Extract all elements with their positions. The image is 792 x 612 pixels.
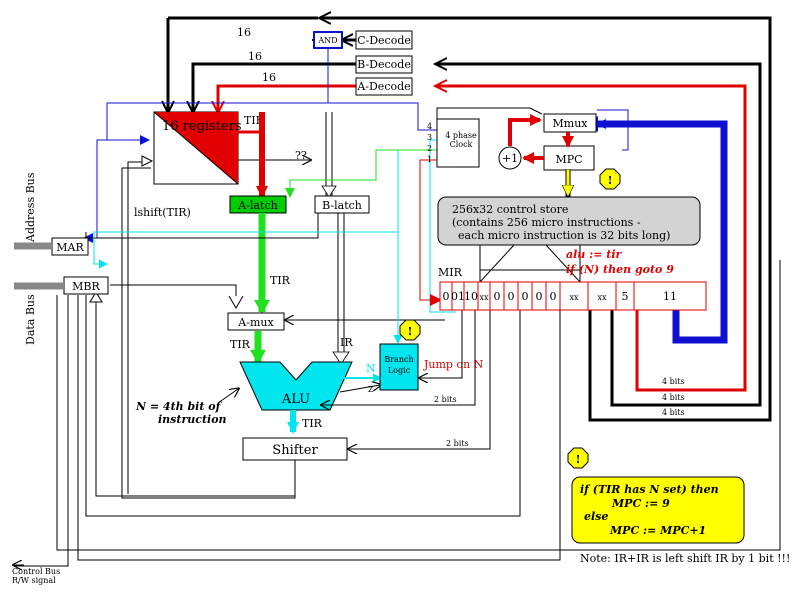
a-latch-label: A-latch [237,199,277,212]
alu-n-flag: N [366,362,376,375]
mbr-label: MBR [72,280,100,293]
note-line1: if (TIR has N set) then [580,483,719,496]
alu [239,361,353,411]
shifter-label: Shifter [272,443,318,458]
alu-z-flag: Z [368,385,374,394]
control-store-line3: each micro instruction is 32 bits long) [458,229,670,242]
a-latch [229,195,287,214]
branch-logic [379,343,419,391]
mir-field-9: xx [569,293,579,302]
alu-label: ALU [281,392,310,407]
control-store-line1: 256x32 control store [452,203,568,216]
mpc-label: MPC [555,153,582,166]
branch-logic-line1: Branch [384,355,413,364]
mir-field-3: xx [479,293,489,302]
mir-field-1: 01 [451,290,465,303]
mir-field-6: 0 [522,290,529,303]
svg-text:!: ! [408,325,413,338]
b-bits-label: 4 bits [662,393,685,402]
unknown-label: ?? [295,149,307,162]
amux-tir-label: TIR [270,274,291,287]
b-latch-label: B-latch [322,199,362,212]
branch-logic-line2: Logic [388,366,411,375]
warning-marker-branch: ! [399,319,421,341]
mir-field-8: 0 [550,290,557,303]
a-decoder [355,77,413,96]
control-store-line2: (contains 256 micro instructions - [452,216,641,229]
clock-phase-2: 2 [427,144,432,153]
mar-label: MAR [56,241,84,254]
mir-field-0: 0 [443,290,450,303]
mir-field-4: 0 [494,290,501,303]
c-bus-width: 16 [237,26,251,39]
clock-phase-1: 1 [427,155,432,164]
a-bus-width: 16 [262,71,276,84]
alu-tir-out-label: TIR [302,417,323,430]
micro-note-line2: if (N) then goto 9 [566,263,674,276]
a-mux-label: A-mux [237,316,274,329]
clock-phase-4: 4 [427,122,432,131]
mir-field-12: 11 [663,290,677,303]
svg-text:!: ! [576,453,581,466]
register-file-label: 16 registers [162,119,242,134]
a-bits-label: 4 bits [662,377,685,386]
note-line2: MPC := 9 [611,497,670,510]
b-decoder [355,55,413,74]
clock-line2: Clock [450,140,473,149]
footnote: Note: IR+IR is left shift IR by 1 bit !!… [580,552,790,565]
mmux-label: Mmux [553,117,589,130]
note-line3: else [584,510,608,523]
mir-frame [439,281,707,311]
and-gate-label: AND [317,36,337,45]
increment-label: +1 [502,152,518,165]
b-decoder-label: B-Decode [357,58,411,71]
mir-field-11: 5 [622,290,629,303]
data-bus-label: Data Bus [24,294,37,345]
mir-field-10: xx [597,293,607,302]
shift-ctrl-bits: 2 bits [446,439,469,448]
b-bus-width: 16 [248,50,262,63]
control-bus-line1: Control Bus [12,567,60,576]
svg-text:!: ! [608,174,613,187]
lshift-label: lshift(TIR) [134,206,191,219]
amux-tir2-label: TIR [230,338,251,351]
address-bus-label: Address Bus [24,172,37,243]
a-decoder-label: A-Decode [356,80,410,93]
c-bus-return [89,155,296,499]
four-phase-clock [436,118,480,168]
micro-note-line1: alu := tir [566,248,623,261]
mir-label: MIR [438,266,463,279]
increment-circle [498,146,522,170]
clock-line1: 4 phase [445,131,477,140]
mmux-feedback-bus [596,119,728,344]
warning-marker-mpc: ! [599,168,621,190]
mir-field-2: 10 [464,290,478,303]
alu-note-line1: N = 4th bit of [135,400,223,413]
c-bits-label: 4 bits [662,408,685,417]
b-bus-line [193,64,762,407]
b-latch [314,195,370,214]
alu-note-line2: instruction [158,413,227,426]
control-bus-line2: R/W signal [12,576,56,585]
warning-marker-note: ! [567,447,589,469]
mir-field-7: 0 [536,290,543,303]
branch-note-box [571,476,745,544]
note-line4: MPC := MPC+1 [609,524,706,537]
ir-label: IR [340,336,353,349]
mir-field-5: 0 [508,290,515,303]
c-decoder [355,30,413,50]
clock-phase-wires [93,139,456,344]
jump-on-n-label: Jump on N [423,358,484,371]
clock-phase-3: 3 [427,133,432,142]
alu-ctrl-bits: 2 bits [434,395,457,404]
c-decoder-label: C-Decode [357,34,411,47]
